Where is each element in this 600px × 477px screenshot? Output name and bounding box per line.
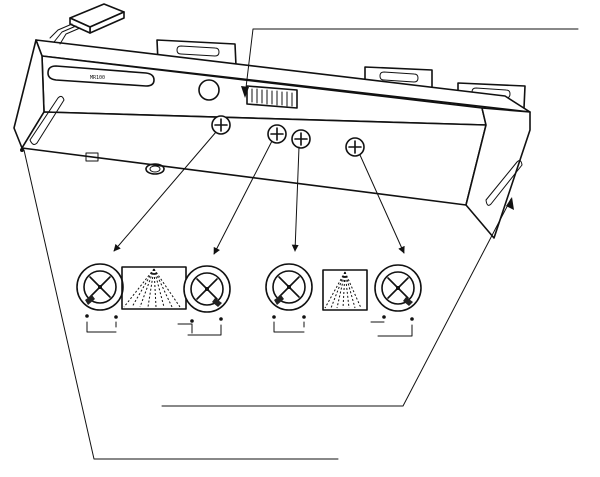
sensor-head-icon xyxy=(374,264,422,312)
sensor-head-icon xyxy=(183,265,231,313)
sensor-detail-group xyxy=(76,263,422,337)
unit-label: MR100 xyxy=(90,75,105,81)
screw-head-icon xyxy=(211,115,231,135)
pivot-point xyxy=(20,148,24,152)
terminal-wiring xyxy=(85,314,414,337)
vent-grille xyxy=(246,85,298,109)
detection-pattern-icon xyxy=(322,269,368,311)
indicator-slot xyxy=(85,152,99,162)
lamp-icon xyxy=(198,79,220,101)
left-cap-lens xyxy=(29,95,65,145)
housing-bottom-face xyxy=(21,111,487,206)
cable-connector xyxy=(49,3,125,45)
screw-head-icon xyxy=(345,137,365,157)
sensor-housing: MR100 xyxy=(13,3,531,239)
display-window xyxy=(47,65,155,87)
sensor-head-icon xyxy=(265,263,313,311)
callout-lines xyxy=(23,28,579,460)
detection-pattern-icon xyxy=(121,266,187,310)
arrows xyxy=(113,131,405,255)
screw-head-icon xyxy=(267,124,287,144)
screw-head-icon xyxy=(291,129,311,149)
cable-grommet xyxy=(145,163,165,175)
sensor-head-icon xyxy=(76,263,124,311)
right-end-cap xyxy=(465,107,531,239)
right-cap-lens xyxy=(485,160,523,206)
